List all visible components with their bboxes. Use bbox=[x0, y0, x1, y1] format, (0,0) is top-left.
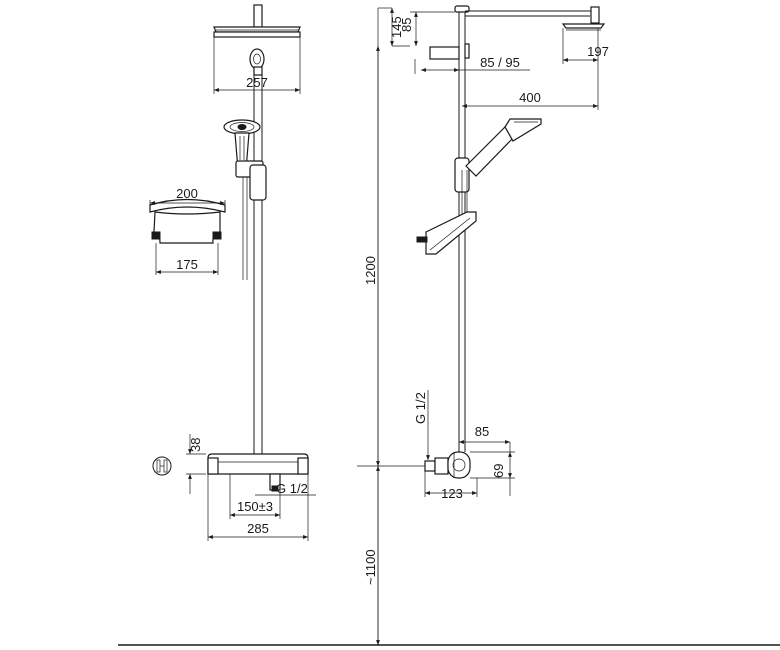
dim-top-85: 85 bbox=[399, 11, 455, 46]
dim-arm-length: 400 bbox=[462, 64, 599, 110]
dim-label-mixer-width: 285 bbox=[247, 521, 269, 536]
dim-inlet-spacing: 150±3 bbox=[229, 474, 281, 519]
dim-head-side: 197 bbox=[562, 28, 609, 64]
thermostat-mixer-front bbox=[207, 453, 309, 492]
dim-label-shelf-inner: 175 bbox=[176, 257, 198, 272]
dim-shelf-inner: 175 bbox=[155, 243, 219, 275]
dim-holder-offset: 85 / 95 bbox=[414, 55, 530, 74]
dim-label-holder-offset: 85 / 95 bbox=[480, 55, 520, 70]
dim-outlet-123: 123 bbox=[424, 471, 478, 501]
dim-label-thread-front: G 1/2 bbox=[276, 481, 308, 496]
shelf-side bbox=[416, 211, 477, 255]
dim-label-thread-side: G 1/2 bbox=[413, 392, 428, 424]
wall-connection-icon bbox=[152, 456, 172, 476]
hand-shower-side bbox=[454, 118, 542, 220]
dim-thread-front: G 1/2 bbox=[255, 481, 316, 496]
dim-label-shelf-outer: 200 bbox=[176, 186, 198, 201]
dim-rail-height: 1200 bbox=[363, 46, 380, 466]
shelf-front bbox=[149, 198, 226, 244]
dim-thread-side: G 1/2 bbox=[413, 390, 430, 460]
dim-shelf-outer: 200 bbox=[149, 186, 226, 208]
dim-top-145: 145 bbox=[378, 7, 410, 47]
dim-label-arm-length: 400 bbox=[519, 90, 541, 105]
hand-shower-front bbox=[223, 119, 267, 280]
dim-floor-height: ~1100 bbox=[363, 466, 380, 645]
dim-label-outlet-69: 69 bbox=[491, 464, 506, 478]
dim-label-floor-height: ~1100 bbox=[363, 549, 378, 585]
dim-label-head-width: 257 bbox=[246, 75, 268, 90]
dim-outlet-85: 85 bbox=[458, 424, 511, 452]
dim-label-outlet-85: 85 bbox=[475, 424, 489, 439]
dim-outlet-69: 69 bbox=[470, 451, 515, 496]
dim-label-rail-height: 1200 bbox=[363, 256, 378, 285]
dim-label-inlet-spacing: 150±3 bbox=[237, 499, 273, 514]
front-view: 257 200 bbox=[149, 4, 316, 541]
wall-bracket-top bbox=[429, 43, 470, 60]
dim-label-top-145: 145 bbox=[389, 16, 404, 38]
overhead-shower-front bbox=[213, 4, 301, 76]
side-view: 145 85 197 85 / 95 400 bbox=[118, 5, 780, 646]
dim-label-top-85: 85 bbox=[399, 18, 414, 32]
dim-label-mixer-height: 38 bbox=[188, 438, 203, 452]
thermostat-mixer-side bbox=[424, 451, 471, 479]
dim-mixer-width: 285 bbox=[207, 474, 309, 541]
dim-mixer-height: 38 bbox=[186, 434, 206, 494]
riser-rail-front bbox=[253, 75, 263, 454]
dim-label-outlet-123: 123 bbox=[441, 486, 463, 501]
shower-arm-side bbox=[465, 6, 606, 31]
dim-label-head-side: 197 bbox=[587, 44, 609, 59]
